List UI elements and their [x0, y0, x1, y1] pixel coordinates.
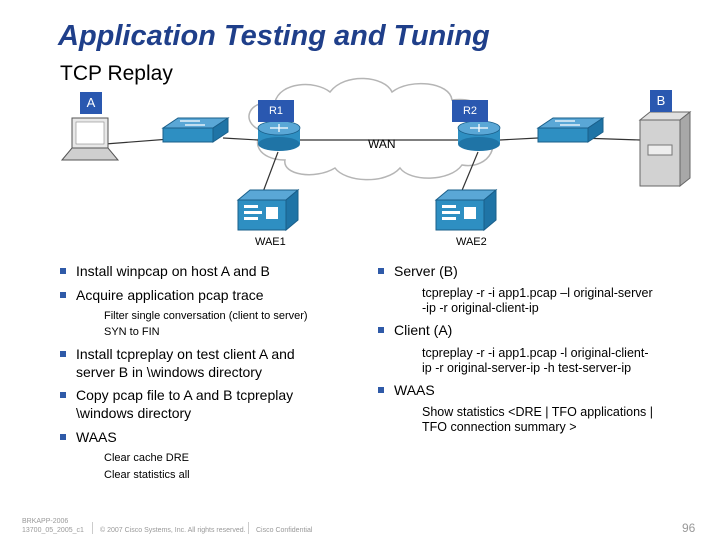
sub-server-cmd-1: tcpreplay -r -i app1.pcap –l original-se…	[422, 286, 653, 300]
bullet-waas-left: WAAS	[60, 428, 117, 447]
bullet-install-winpcap: Install winpcap on host A and B	[60, 262, 270, 281]
bullet-marker	[378, 387, 384, 393]
laptop-icon	[60, 117, 120, 161]
bullet-marker	[60, 268, 66, 274]
bullet-copy-pcap: Copy pcap file to A and B tcpreplay	[60, 386, 293, 405]
switch-icon	[536, 117, 605, 143]
footer-code-2: 13700_05_2005_c1	[22, 527, 84, 534]
sub-show-stats-1: Show statistics <DRE | TFO applications …	[422, 405, 653, 419]
bullet-client-a: Client (A)	[378, 321, 452, 340]
host-a-label: A	[80, 92, 102, 114]
page-number: 96	[682, 521, 696, 535]
host-b-label: B	[650, 90, 672, 112]
r1-label: R1	[258, 100, 294, 122]
bullet-continuation: \windows directory	[76, 405, 192, 421]
sub-filter: Filter single conversation (client to se…	[104, 310, 308, 322]
bullet-marker	[60, 351, 66, 357]
network-diagram	[60, 77, 692, 232]
footer-divider	[92, 522, 93, 534]
router-r1-icon	[257, 120, 301, 151]
page-subtitle: TCP Replay	[60, 62, 173, 85]
bullet-install-tcpreplay: Install tcpreplay on test client A and	[60, 345, 295, 364]
bullet-text: WAAS	[394, 382, 435, 398]
bullet-text: Install tcpreplay on test client A and	[76, 346, 295, 362]
footer-confidential: Cisco Confidential	[256, 527, 313, 534]
bullet-text: Install winpcap on host A and B	[76, 263, 270, 279]
bullet-marker	[60, 292, 66, 298]
bullet-marker	[378, 327, 384, 333]
page-title: Application Testing and Tuning	[58, 20, 490, 52]
wae1-label: WAE1	[255, 236, 286, 248]
sub-clear-cache: Clear cache DRE	[104, 452, 189, 464]
router-r2-icon	[457, 120, 501, 151]
bullet-acquire-trace: Acquire application pcap trace	[60, 286, 264, 305]
server-icon	[638, 110, 692, 188]
bullet-text: Acquire application pcap trace	[76, 287, 264, 303]
wan-label: WAN	[368, 137, 396, 151]
sub-clear-stats: Clear statistics all	[104, 469, 190, 481]
sub-client-cmd-1: tcpreplay -r -i app1.pcap -l original-cl…	[422, 346, 649, 360]
bullet-waas-right: WAAS	[378, 381, 435, 400]
bullet-marker	[60, 434, 66, 440]
wae2-label: WAE2	[456, 236, 487, 248]
sub-syn-fin: SYN to FIN	[104, 326, 160, 338]
bullet-text: Client (A)	[394, 322, 453, 338]
footer-divider	[248, 522, 249, 534]
bullet-server-b: Server (B)	[378, 262, 458, 281]
bullet-text: WAAS	[76, 429, 117, 445]
footer-code-1: BRKAPP-2006	[22, 518, 69, 525]
footer-copyright: © 2007 Cisco Systems, Inc. All rights re…	[100, 527, 246, 534]
bullet-marker	[378, 268, 384, 274]
r2-label: R2	[452, 100, 488, 122]
bullet-continuation: server B in \windows directory	[76, 364, 262, 380]
wae1-icon	[236, 188, 300, 232]
bullet-text: Server (B)	[394, 263, 458, 279]
sub-show-stats-2: TFO connection summary >	[422, 420, 577, 434]
sub-server-cmd-2: -ip -r original-client-ip	[422, 301, 539, 315]
bullet-marker	[60, 392, 66, 398]
bullet-text: Copy pcap file to A and B tcpreplay	[76, 387, 294, 403]
sub-client-cmd-2: ip -r original-server-ip -h test-server-…	[422, 361, 632, 375]
wae2-icon	[434, 188, 498, 232]
switch-icon	[161, 117, 230, 143]
